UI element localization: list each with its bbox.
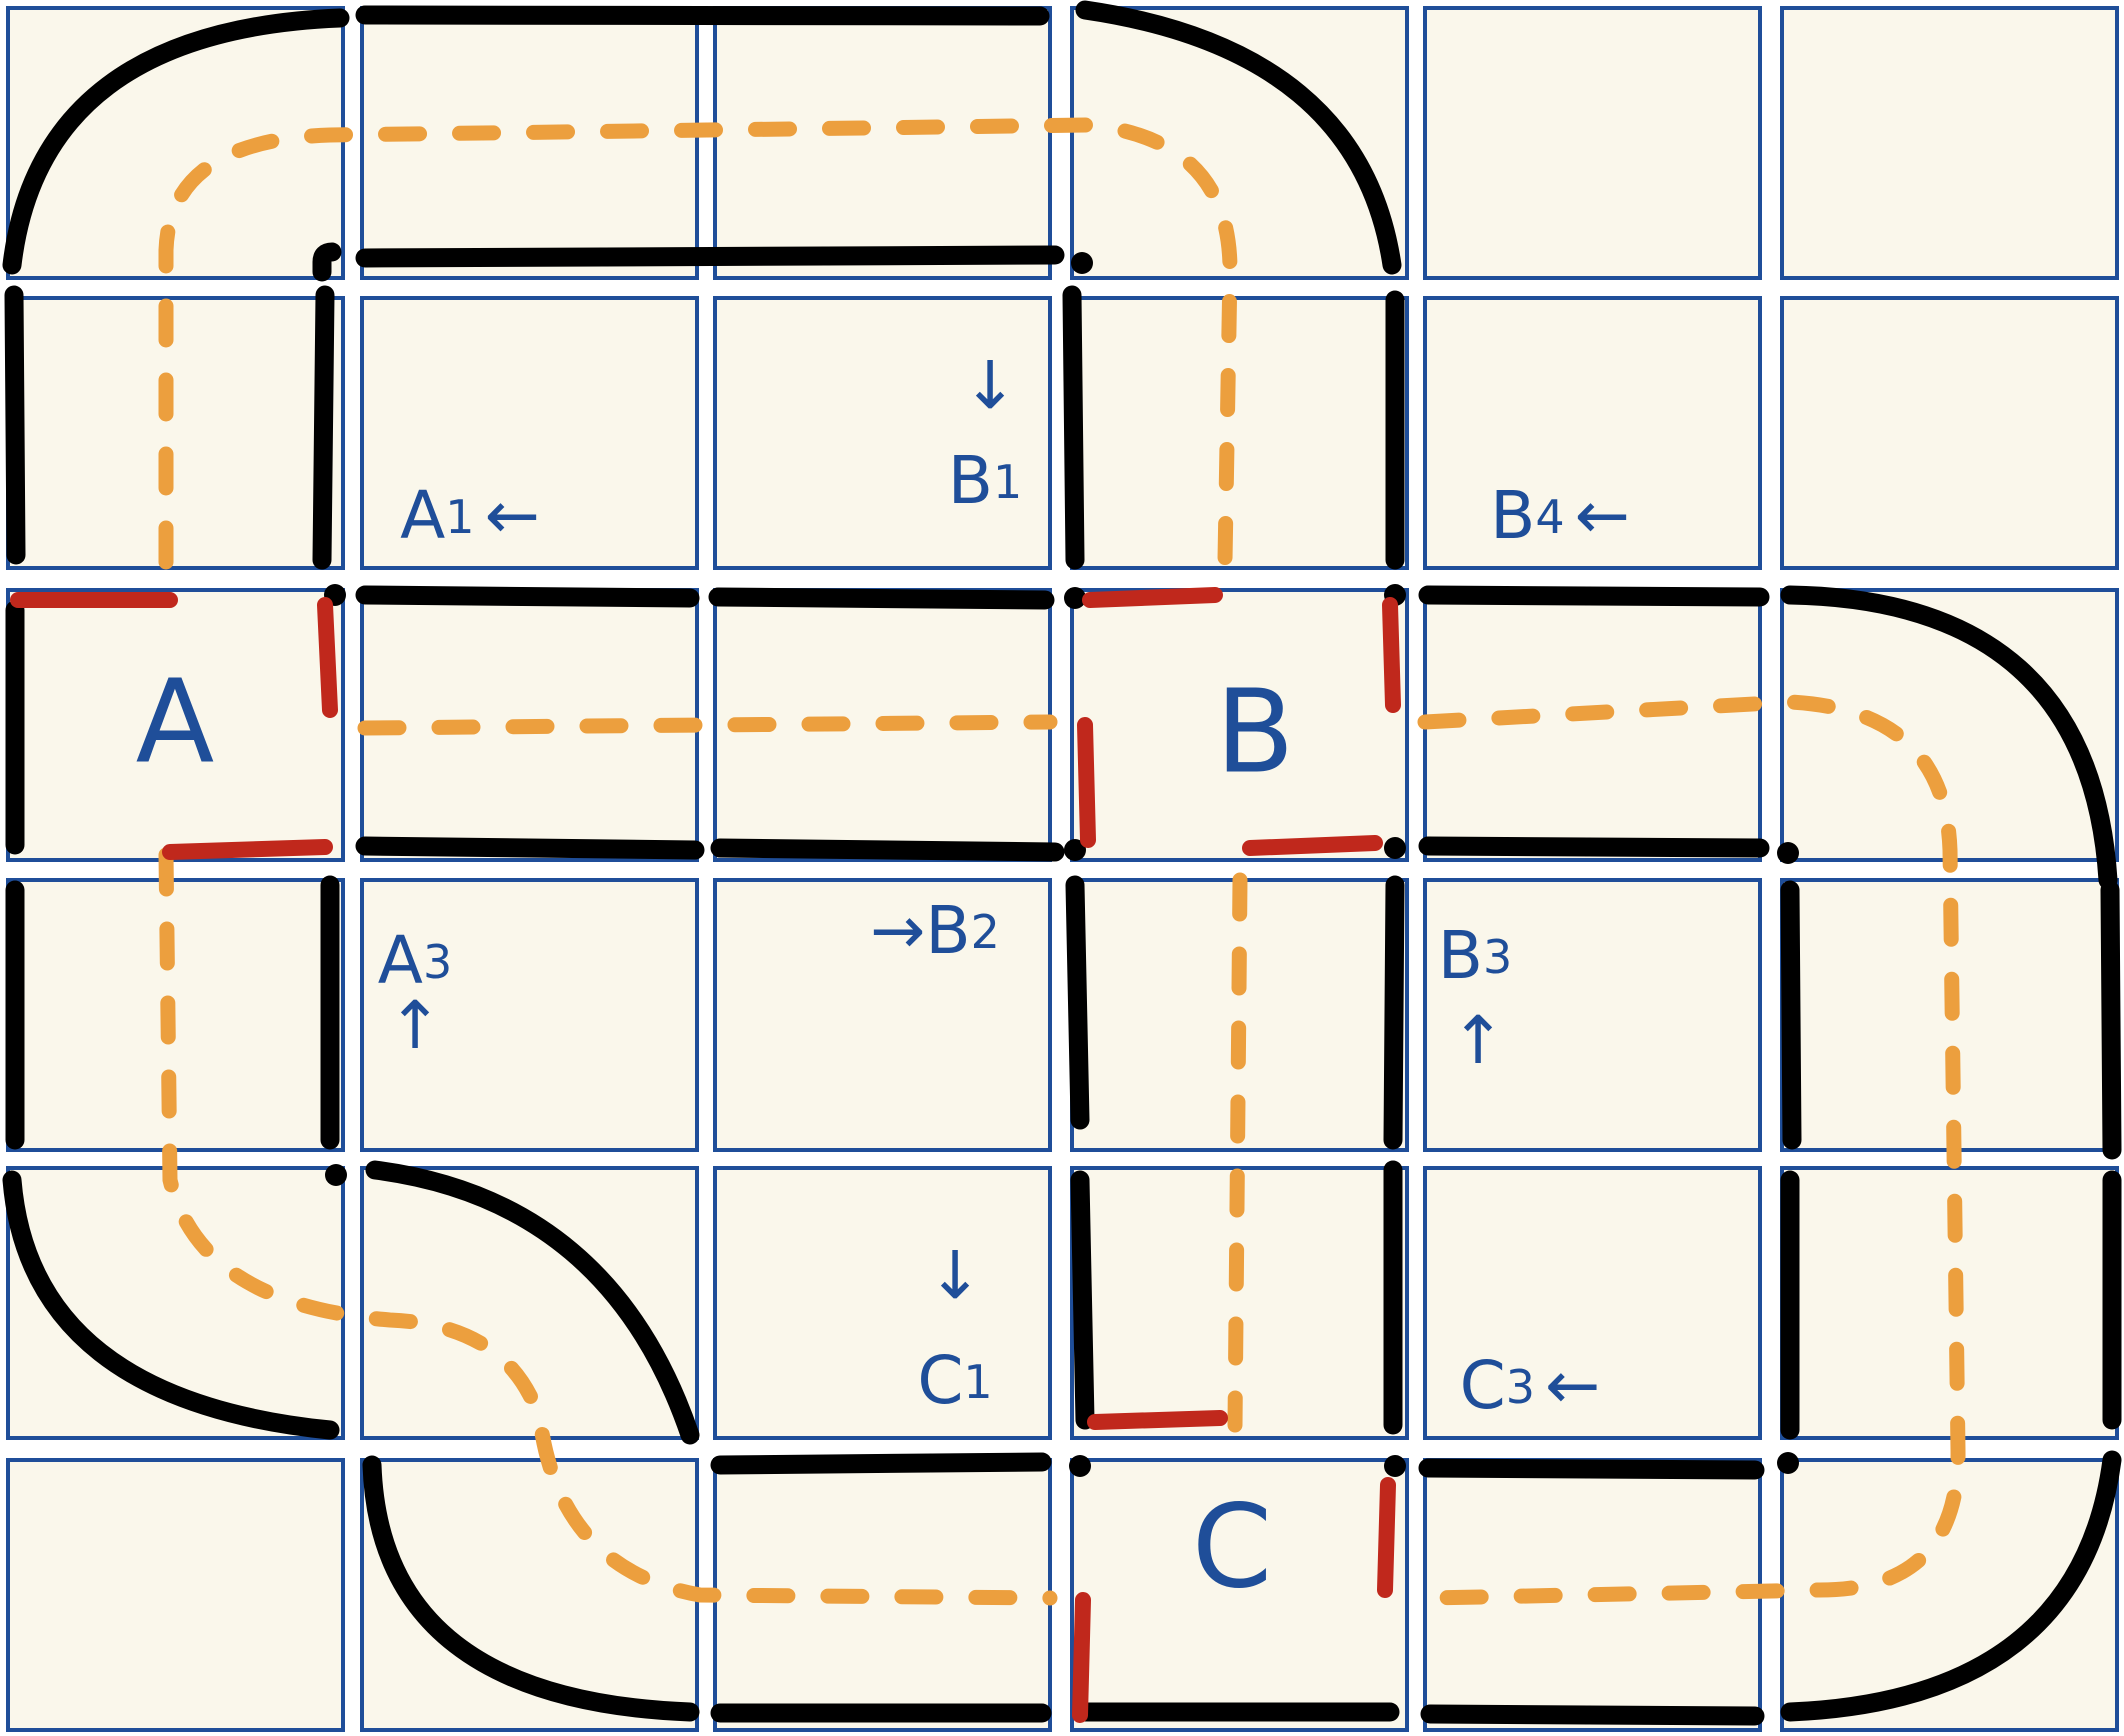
route-b-down	[1227, 872, 1248, 1433]
wall-ab-bottom-2	[710, 838, 1065, 862]
entry-b3-label: B3	[1438, 917, 1513, 994]
wall-left-1	[4, 285, 26, 565]
grid-cell	[713, 1166, 1052, 1440]
wall-inner-top	[355, 245, 1065, 268]
wall-c-left	[1070, 1170, 1095, 1430]
wall-left-2	[312, 285, 335, 570]
junction-dot	[1384, 1455, 1406, 1477]
grid-cell	[1780, 296, 2119, 570]
wall-right-outer-arc	[1780, 585, 2118, 890]
wall-top-left-arc	[2, 8, 350, 275]
wall-b-mid-left	[1065, 875, 1090, 1130]
junction-dot	[1071, 252, 1093, 274]
station-gates	[10, 587, 1401, 1723]
junction-dot	[1069, 1455, 1091, 1477]
gate-c-left	[1072, 1592, 1091, 1723]
route-path	[158, 117, 1966, 1606]
entry-a3-label: A3	[378, 922, 452, 999]
wall-ab-bottom-1	[355, 836, 705, 860]
wall-bottom-right-arc	[1780, 1450, 2122, 1722]
wall-right-outer-1	[2100, 880, 2122, 1160]
wall-bottom-arc-left	[362, 1455, 700, 1722]
gate-b-right	[1382, 597, 1401, 713]
wall-b-right-bottom	[1418, 836, 1770, 858]
gate-c-right	[1377, 1477, 1396, 1598]
route-a-to-b	[357, 714, 1058, 736]
junction-dot	[325, 1164, 347, 1186]
wall-ab-top-2	[708, 587, 1055, 610]
entry-b3-arrow: ↑	[1450, 1002, 1505, 1079]
gate-c-top	[1087, 1410, 1228, 1430]
gate-b-left	[1077, 717, 1096, 848]
wall-ab-top-1	[355, 585, 700, 608]
grid-cell	[360, 878, 699, 1152]
grid-cell	[6, 296, 345, 570]
grid-cell	[1780, 6, 2119, 280]
entry-labels: A1← A3 ↑ ↓ B1 →B2 B3 ↑ B4← ↓ C1 C3←	[378, 347, 1630, 1424]
grid-cell	[360, 6, 699, 280]
entry-c1-label: C1	[917, 1342, 992, 1419]
station-b-label: B	[1216, 666, 1295, 800]
station-a-label: A	[136, 656, 215, 790]
gate-a-right	[317, 597, 338, 718]
junction-dot	[1777, 842, 1799, 864]
station-labels: A B C	[136, 656, 1295, 1615]
entry-a3-arrow: ↑	[387, 987, 442, 1064]
grid-cell	[1070, 1458, 1409, 1732]
wall-inner-lower-arc	[365, 1160, 700, 1445]
grid-cell	[1423, 6, 1762, 280]
grid-cell	[713, 296, 1052, 570]
grid-cell	[713, 6, 1052, 280]
entry-c1-arrow: ↓	[927, 1237, 982, 1314]
grid-cell	[713, 878, 1052, 1152]
gate-a-bottom	[162, 839, 333, 860]
wall-b-top-left	[1062, 285, 1085, 570]
wall-bottom-left-arc	[2, 1170, 340, 1440]
entry-b1-label: B1	[948, 442, 1023, 519]
wall-top-long	[355, 5, 1050, 26]
gate-b-top	[1082, 587, 1223, 608]
grid-cell	[1423, 296, 1762, 570]
route-loop-top	[158, 117, 1238, 570]
grid-cell	[1070, 588, 1409, 862]
entry-c3-label: C3←	[1460, 1347, 1601, 1424]
wall-top-right-arc	[1075, 0, 1402, 275]
grid-cell	[1423, 588, 1762, 862]
grid-cell	[6, 588, 345, 862]
entry-b4-label: B4←	[1490, 477, 1630, 554]
grid-cell	[360, 296, 699, 570]
grid-cell	[1070, 296, 1409, 570]
route-a-down	[158, 847, 1058, 1606]
entry-b2-label: →B2	[870, 892, 1000, 969]
junction-dot	[1064, 587, 1086, 609]
junction-dot	[1384, 837, 1406, 859]
gate-b-bottom	[1242, 835, 1383, 856]
wall-inner-corner	[312, 242, 342, 282]
wall-b-right-top	[1418, 585, 1770, 607]
grid-cell	[1423, 878, 1762, 1152]
wall-c-right-top	[1418, 1458, 1765, 1480]
grid-cell	[1423, 1166, 1762, 1440]
junction-dot	[1064, 839, 1086, 861]
entry-b1-arrow: ↓	[962, 347, 1017, 424]
entry-a1-label: A1←	[400, 477, 540, 554]
junction-dot	[1777, 1452, 1799, 1474]
wall-b-mid-right	[1383, 875, 1405, 1150]
grid-cell	[6, 1458, 345, 1732]
station-c-label: C	[1192, 1481, 1272, 1615]
wall-right-inner-1	[1780, 880, 1802, 1150]
route-loop-right	[1417, 694, 1966, 1606]
wall-c-top	[710, 1452, 1052, 1475]
junction-dots	[324, 252, 1799, 1477]
wall-bottom-3	[1420, 1704, 1765, 1726]
